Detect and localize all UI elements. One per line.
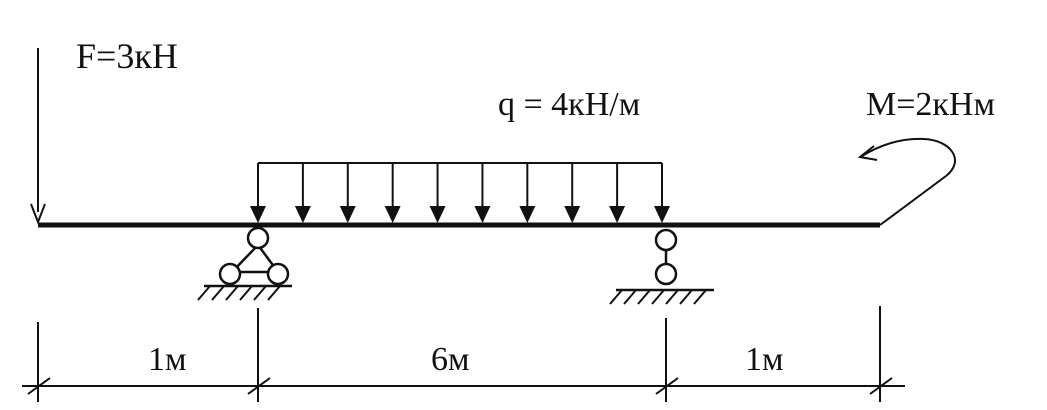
distributed-load-label: q = 4кН/м [498,86,641,123]
load-arrow-head [429,206,446,223]
hatch-line [197,285,211,301]
hatch-line [665,289,679,305]
dimension-label-left: 1м [148,341,187,378]
hatch-line [651,289,665,305]
hatch-line [679,289,693,305]
load-arrows [250,163,670,223]
hatch-line [267,285,281,301]
hatch-line [693,289,707,305]
load-arrow-head [564,206,581,223]
pinned-support [204,226,292,288]
hatch-line [623,289,637,305]
dimension-line [22,306,905,402]
hatch-line [609,289,623,305]
load-arrow-head [250,206,266,223]
force-label: F=3кН [76,36,178,76]
ground-hatch-right [609,289,707,305]
hatch-line [225,285,239,301]
ground-hatch-left [197,285,281,301]
moment-arrow [857,137,956,226]
load-arrow-head [519,206,536,223]
load-arrow-head [339,206,356,223]
load-arrow-head [294,206,311,223]
dimension-label-middle: 6м [431,341,470,378]
hatch-line [253,285,267,301]
hatch-line [211,285,225,301]
load-arrow-head [654,206,670,223]
force-arrow [30,48,46,225]
roller-support [616,228,714,292]
moment-label: M=2кНм [866,86,995,123]
load-arrow-head [609,206,626,223]
dimension-label-right: 1м [745,341,784,378]
load-arrow-head [384,206,401,223]
distributed-load [250,162,670,223]
hatch-line [239,285,253,301]
load-arrow-head [474,206,491,223]
hatch-line [637,289,651,305]
